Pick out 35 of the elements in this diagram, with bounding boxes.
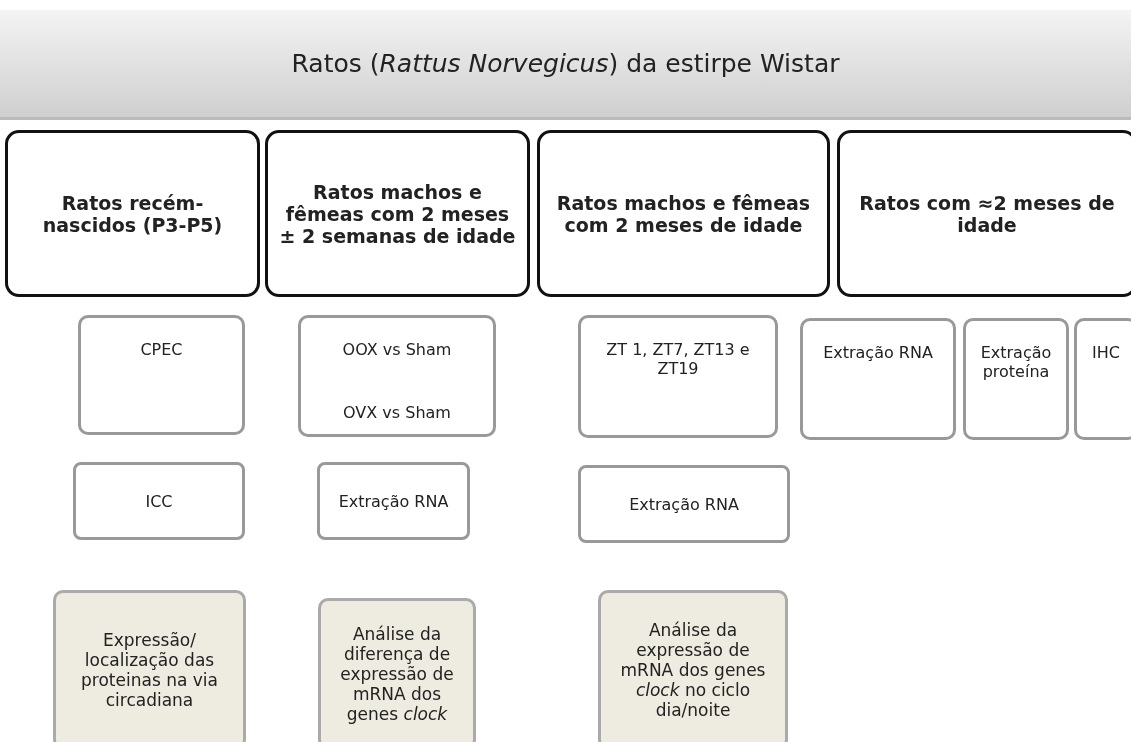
title-text: Ratos (Rattus Norvegicus) da estirpe Wistar <box>291 49 840 78</box>
result-box <box>598 590 788 742</box>
node-text: CPEC <box>140 340 183 359</box>
node-text: Extração RNA <box>338 491 449 511</box>
method-box <box>78 315 245 435</box>
result-box <box>318 598 476 742</box>
method-box <box>578 465 790 543</box>
node-text: OVX vs Sham <box>343 403 451 422</box>
node-text: Extração RNA <box>629 494 739 514</box>
method-box <box>963 318 1069 440</box>
node-text: OOX vs Sham <box>342 340 452 359</box>
node-text: IHC <box>1092 343 1120 362</box>
node-text: Expressão/ localização das proteinas na via circadiana <box>80 630 219 710</box>
method-box <box>1074 318 1131 440</box>
node-text: Ratos machos e fêmeas com 2 meses ± 2 semanas de idade <box>278 180 517 247</box>
method-box <box>578 315 778 438</box>
node-text: Análise da expressão de mRNA dos genes clock no ciclo dia/noite <box>619 620 767 720</box>
method-box <box>73 462 245 540</box>
method-box <box>317 462 470 540</box>
group-header-box <box>537 130 830 297</box>
group-header-box <box>5 130 260 297</box>
group-header-box <box>265 130 530 297</box>
node-text: Ratos recém-nascidos (P3-P5) <box>41 191 224 236</box>
method-box <box>298 315 496 437</box>
result-box <box>53 590 246 742</box>
node-text: Análise da diferença de expressão de mRNA dos genes clock <box>339 624 455 724</box>
node-text: Ratos com ≈2 meses de idade <box>858 191 1116 236</box>
node-text: ICC <box>145 491 173 511</box>
title-banner <box>0 10 1131 120</box>
node-text: Extração RNA <box>823 343 933 362</box>
node-text: Extração proteína <box>979 343 1053 381</box>
group-header-box <box>837 130 1131 297</box>
node-text: ZT 1, ZT7, ZT13 e ZT19 <box>605 340 751 378</box>
method-box <box>800 318 956 440</box>
node-text: Ratos machos e fêmeas com 2 meses de idade <box>555 191 812 236</box>
